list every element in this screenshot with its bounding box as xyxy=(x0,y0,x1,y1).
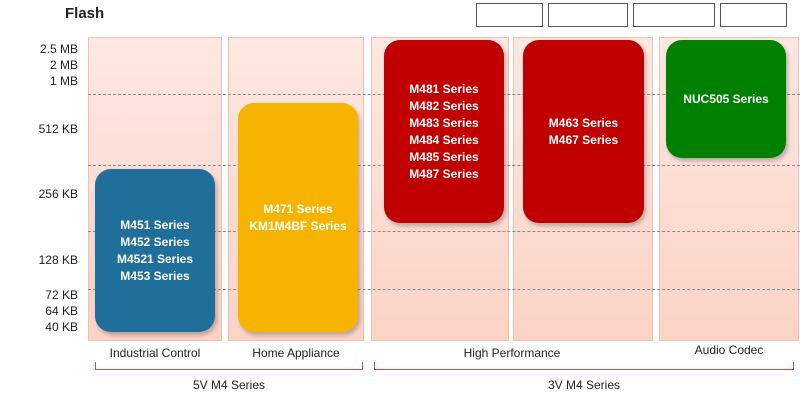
series-name: M485 Series xyxy=(409,149,479,164)
category-label-industrial-control: Industrial Control xyxy=(109,346,201,360)
y-label: 1 MB xyxy=(49,74,78,88)
series-name: M467 Series xyxy=(548,132,619,147)
y-label: 256 KB xyxy=(38,187,78,201)
y-label: 72 KB xyxy=(45,288,78,302)
legend-label: 72/120 MHz xyxy=(558,9,618,21)
series-name: M4521 Series xyxy=(116,251,194,266)
series-box-high-performance-a: M481 Series M482 Series M483 Series M484… xyxy=(384,40,504,223)
series-box-audio: NUC505 Series xyxy=(666,40,786,158)
series-box-home: M471 Series KM1M4BF Series xyxy=(238,103,358,332)
chart-title: Flash xyxy=(65,5,105,22)
legend-item-100mhz: 100 MHz xyxy=(720,3,787,27)
grid-line xyxy=(88,289,800,290)
y-label: 2.5 MB xyxy=(39,42,78,56)
group-bracket-5v xyxy=(95,362,363,370)
y-label: 128 KB xyxy=(38,253,78,267)
group-label-5v: 5V M4 Series xyxy=(192,378,266,392)
legend-item-192-200mhz: 192/200 MHz xyxy=(633,3,715,27)
group-label-3v: 3V M4 Series xyxy=(547,378,621,392)
series-name: M452 Series xyxy=(120,234,190,249)
series-name: M453 Series xyxy=(120,268,190,283)
legend-label: 72 MHz xyxy=(490,9,529,21)
category-label-audio-codec: Audio Codec xyxy=(694,343,764,357)
y-label: 40 KB xyxy=(45,320,78,334)
y-label: 64 KB xyxy=(45,304,78,318)
grid-line xyxy=(88,231,800,232)
legend-label: 192/200 MHz xyxy=(641,9,707,21)
category-label-home-appliance: Home Appliance xyxy=(252,346,340,360)
series-name: KM1M4BF Series xyxy=(249,218,347,233)
series-box-industrial: M451 Series M452 Series M4521 Series M45… xyxy=(95,169,215,332)
series-name: M451 Series xyxy=(120,217,190,232)
series-name: M481 Series xyxy=(409,81,479,96)
y-label: 512 KB xyxy=(38,122,78,136)
legend-item-72-120mhz: 72/120 MHz xyxy=(548,3,628,27)
legend-item-72mhz: 72 MHz xyxy=(476,3,543,27)
series-name: M463 Series xyxy=(548,115,619,130)
series-name: NUC505 Series xyxy=(683,91,769,106)
series-name: M471 Series xyxy=(263,201,333,216)
category-label-high-performance: High Performance xyxy=(463,346,561,360)
series-name: M483 Series xyxy=(409,115,479,130)
series-name: M484 Series xyxy=(409,132,479,147)
series-box-high-performance-b: M463 Series M467 Series xyxy=(523,40,644,223)
series-name: M482 Series xyxy=(409,98,479,113)
series-name: M487 Series xyxy=(409,166,479,181)
legend-label: 100 MHz xyxy=(731,9,776,21)
y-label: 2 MB xyxy=(49,58,78,72)
group-bracket-3v xyxy=(374,362,794,370)
